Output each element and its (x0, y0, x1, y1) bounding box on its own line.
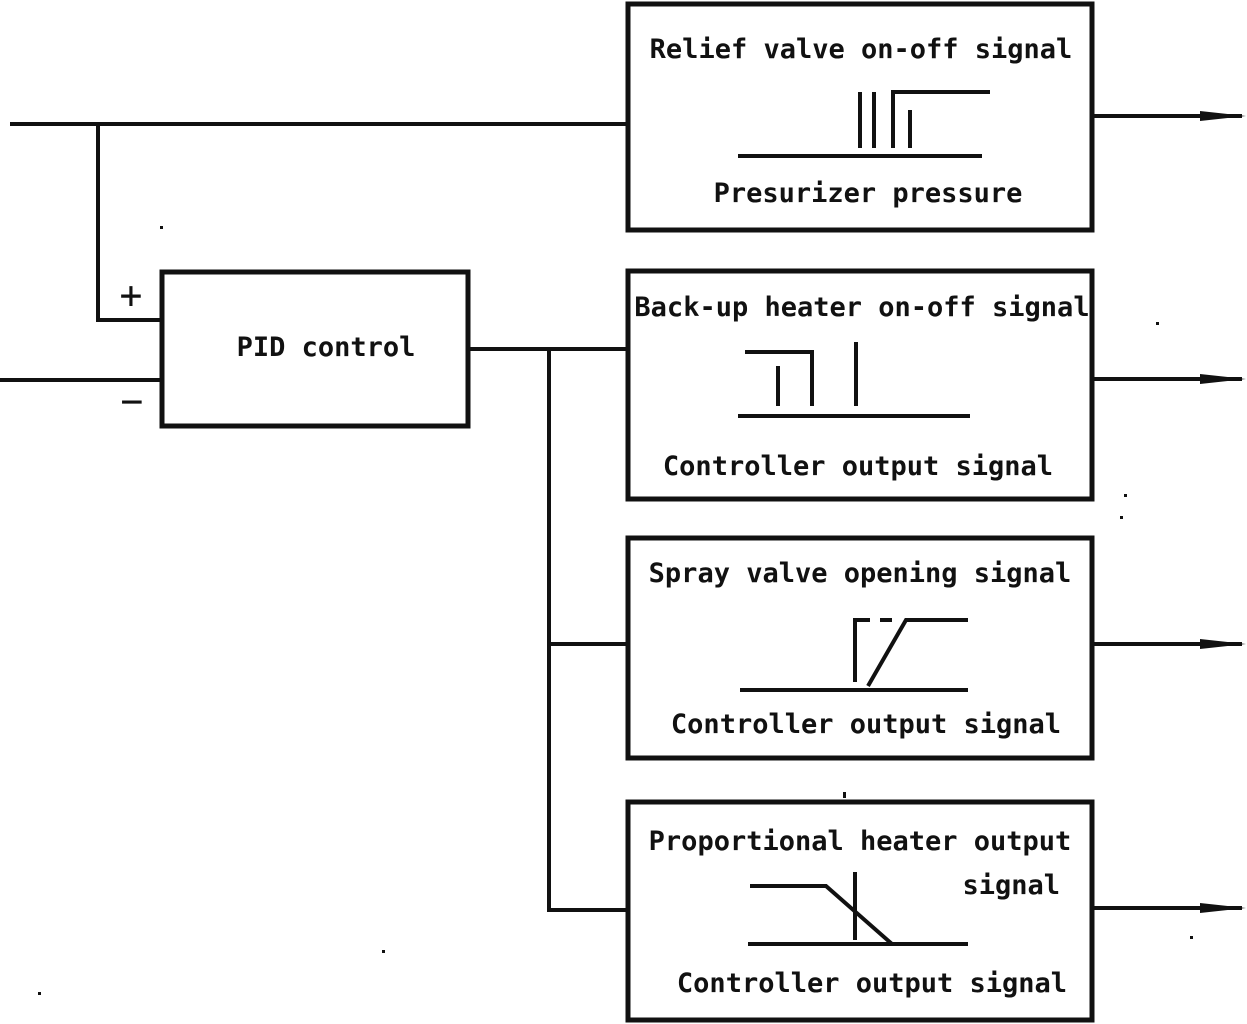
scan-noise (38, 226, 1193, 995)
relief-valve-characteristic-graph (738, 90, 990, 158)
spray-valve-characteristic-graph (740, 618, 968, 692)
spray-valve-axis-label: Controller output signal (671, 709, 1061, 740)
proportional-heater-output-arrow (1200, 903, 1246, 913)
proportional-heater-characteristic-graph (748, 872, 968, 946)
pid-control-label: PID control (237, 332, 416, 363)
backup-heater-title: Back-up heater on-off signal (634, 292, 1089, 323)
minus-sign: − (121, 379, 144, 423)
proportional-heater-block (625, 799, 1095, 1023)
backup-heater-block (625, 268, 1095, 502)
plus-sign: + (120, 273, 143, 317)
relief-valve-output-arrow (1200, 111, 1246, 121)
relief-valve-axis-label: Presurizer pressure (714, 178, 1023, 209)
backup-heater-axis-label: Controller output signal (663, 451, 1053, 482)
backup-heater-characteristic-graph (738, 342, 970, 418)
setpoint-branch-line (96, 122, 164, 322)
proportional-heater-title: Proportional heater output (649, 826, 1072, 857)
spray-valve-title: Spray valve opening signal (649, 558, 1072, 589)
spray-valve-output-arrow (1200, 639, 1246, 649)
proportional-heater-title-line2: signal (962, 870, 1060, 901)
spray-valve-block (625, 535, 1095, 761)
pid-control-block (159, 269, 471, 429)
relief-valve-title: Relief valve on-off signal (650, 34, 1073, 65)
backup-heater-output-arrow (1200, 374, 1246, 384)
proportional-heater-axis-label: Controller output signal (677, 968, 1067, 999)
